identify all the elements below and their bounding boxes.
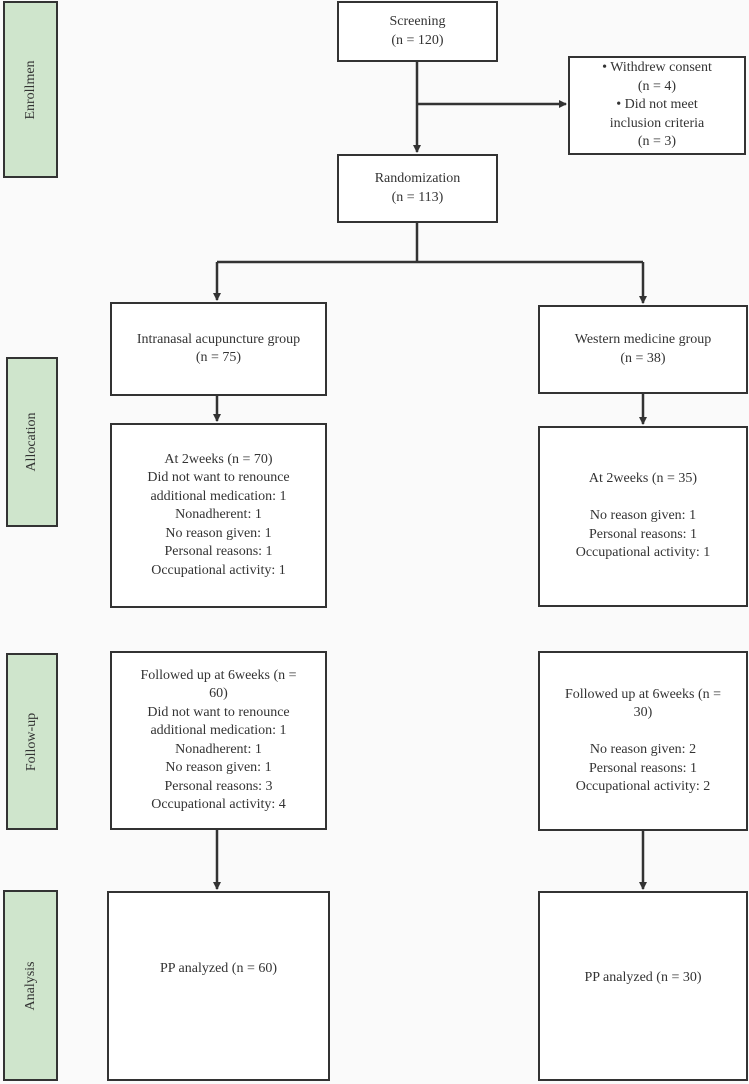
left-group-box-line: (n = 75): [195, 350, 242, 365]
left-week6-box-line: additional medication: 1: [150, 723, 287, 738]
left-week6-box-line: Nonadherent: 1: [175, 741, 262, 757]
right-group-box-line: (n = 38): [620, 350, 666, 366]
right-analysis-box-line: PP analyzed (n = 30): [584, 970, 702, 985]
right-week6-box-line: No reason given: 2: [589, 742, 697, 757]
left-week2-box-line: Nonadherent: 1: [175, 507, 262, 523]
stage-allocation: Allocation: [6, 357, 58, 527]
stage-follow-up-label: Follow-up: [24, 712, 39, 771]
stage-allocation-label: Allocation: [24, 412, 39, 472]
left-week2-box-line: At 2weeks (n = 70): [164, 451, 273, 467]
left-week2-box: At 2weeks (n = 70) Did not want to renoun…: [110, 423, 327, 608]
screening-box-line: (n = 120): [391, 32, 444, 48]
right-week2-box-line: No reason given: 1: [589, 508, 697, 524]
left-week6-box: Followed up at 6weeks (n = 60) Did not wan…: [110, 651, 327, 830]
stage-analysis: Analysis: [3, 890, 58, 1081]
stage-analysis-label: Analysis: [22, 961, 38, 1010]
exclusion-box-line: (n = 3): [637, 134, 677, 150]
right-week2-box-line: At 2weeks (n = 35): [588, 471, 698, 487]
left-week6-box-line: 60): [209, 686, 228, 701]
right-week2-box-line: Personal reasons: 1: [588, 526, 698, 542]
right-group-box: Western medicine group (n = 38): [538, 305, 748, 394]
randomization-box: Randomization (n = 113): [337, 154, 498, 223]
left-week6-box-line: Occupational activity: 4: [151, 797, 286, 812]
right-week6-box-line: Personal reasons: 1: [588, 760, 698, 776]
screening-box-line: Screening: [389, 14, 446, 29]
exclusion-box-line: (n = 4): [637, 78, 677, 94]
left-week2-box-line: Occupational activity: 1: [151, 562, 286, 578]
right-week6-box-line: 30): [633, 705, 653, 720]
left-week6-box-line: Did not want to renounce: [147, 704, 290, 720]
right-week2-box: At 2weeks (n = 35) No reason given: 1 Pers…: [538, 426, 748, 607]
right-group-box-line: Western medicine group: [574, 332, 712, 347]
left-group-box-line: Intranasal acupuncture group: [136, 331, 301, 347]
stage-follow-up: Follow-up: [6, 653, 58, 830]
right-week6-box: Followed up at 6weeks (n = 30) No reason g…: [538, 651, 748, 831]
left-week6-box-line: No reason given: 1: [165, 760, 272, 775]
left-week2-box-line: No reason given: 1: [165, 525, 272, 541]
left-week2-box-line: Did not want to renounce: [147, 470, 290, 486]
exclusion-box-line: inclusion criteria: [609, 115, 705, 131]
left-week2-box-line: Personal reasons: 1: [164, 544, 273, 560]
stage-enrollment: Enrollmen: [3, 1, 58, 178]
exclusion-box: • Withdrew consent (n = 4) • Did not meet i…: [568, 56, 746, 155]
randomization-box-line: Randomization: [374, 171, 461, 186]
left-week2-box-line: additional medication: 1: [150, 488, 287, 504]
stage-enrollment-label: Enrollmen: [22, 59, 38, 120]
right-analysis-box: PP analyzed (n = 30): [538, 891, 748, 1081]
left-analysis-box: PP analyzed (n = 60): [107, 891, 330, 1081]
right-week6-box-line: Occupational activity: 2: [575, 779, 711, 794]
left-analysis-box-line: PP analyzed (n = 60): [159, 961, 278, 976]
left-week6-box-line: Personal reasons: 3: [164, 778, 273, 794]
left-week6-box-line: Followed up at 6weeks (n =: [140, 667, 297, 683]
right-week2-box-line: Occupational activity: 1: [575, 545, 711, 561]
exclusion-box-line: • Did not meet: [616, 97, 698, 113]
exclusion-box-line: • Withdrew consent: [602, 60, 712, 76]
randomization-box-line: (n = 113): [391, 189, 444, 205]
screening-box: Screening (n = 120): [337, 1, 498, 62]
right-week6-box-line: Followed up at 6weeks (n =: [564, 686, 722, 702]
left-group-box: Intranasal acupuncture group (n = 75): [110, 302, 327, 396]
